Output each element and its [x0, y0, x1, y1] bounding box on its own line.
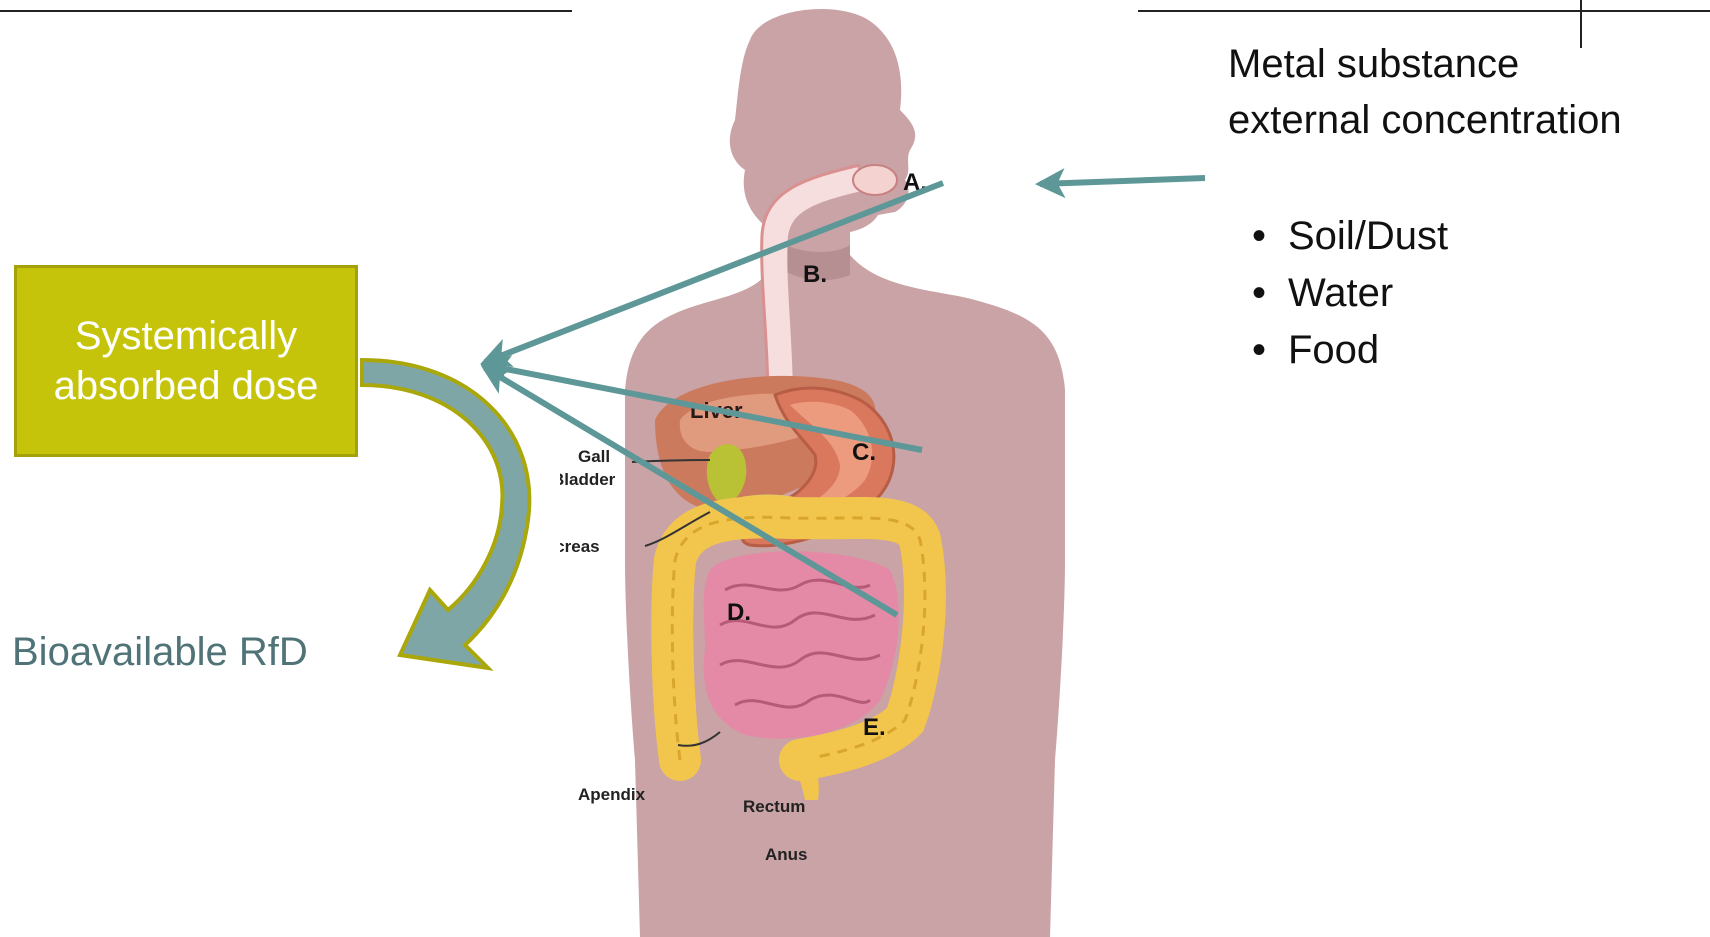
dose-box-text: Systemically absorbed dose — [27, 311, 345, 411]
arrow-exposure-to-mouth — [1040, 178, 1205, 184]
source-item: •Soil/Dust — [1256, 208, 1448, 265]
curved-arrow-dose-to-rfd — [362, 360, 529, 668]
source-label: Soil/Dust — [1288, 214, 1448, 258]
bullet-icon: • — [1252, 265, 1266, 322]
bullet-icon: • — [1252, 322, 1266, 379]
exposure-sources-list: •Soil/Dust •Water •Food — [1256, 208, 1448, 379]
arrow-mouth-to-dose — [485, 183, 943, 362]
source-label: Water — [1288, 271, 1393, 315]
systemically-absorbed-dose-box: Systemically absorbed dose — [14, 265, 358, 457]
source-item: •Water — [1256, 265, 1448, 322]
bioavailable-rfd-label: Bioavailable RfD — [12, 630, 308, 675]
source-item: •Food — [1256, 322, 1448, 379]
exposure-title: Metal substance external concentration — [1228, 36, 1622, 148]
exposure-title-line2: external concentration — [1228, 92, 1622, 148]
source-label: Food — [1288, 328, 1379, 372]
bullet-icon: • — [1252, 208, 1266, 265]
exposure-title-line1: Metal substance — [1228, 36, 1622, 92]
